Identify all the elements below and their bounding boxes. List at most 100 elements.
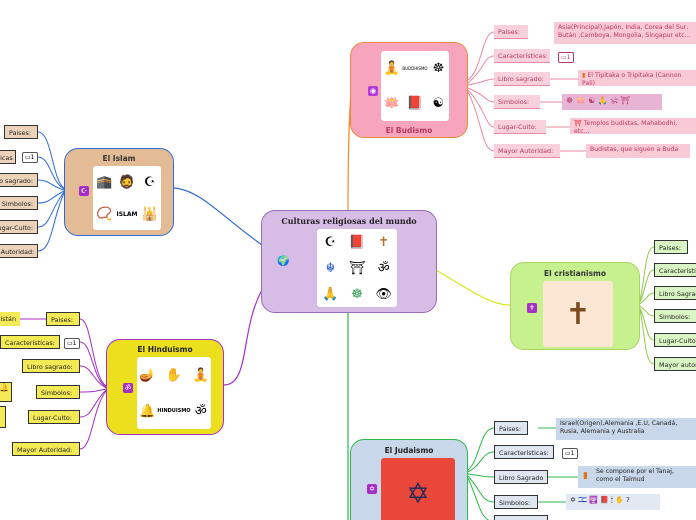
bell-icon: 🔔 — [139, 403, 156, 419]
mosque-icon: 🕌 — [141, 206, 158, 222]
imam-icon: 🧔 — [118, 174, 136, 190]
judaismo-paises-value[interactable]: Israel(Origen),Alemania ,E.U, Canadá, Ru… — [556, 418, 696, 440]
islam-lugar-label[interactable]: Lugar-Culto: — [0, 220, 38, 234]
hinduismo-caracteristicas-count[interactable]: ▭1 — [64, 338, 80, 349]
star-crescent-icon: ☪ — [324, 234, 337, 250]
dharma-wheel-icon: ☸ — [351, 286, 363, 302]
hinduismo-libro-label[interactable]: Libro sagrado: — [22, 359, 80, 373]
judaismo-simbolos-label[interactable]: Simbolos: — [494, 495, 538, 509]
wheel-icon: ☸ — [432, 61, 445, 76]
lotus-icon: 🪷 — [383, 96, 400, 111]
islam-autoridad-label[interactable]: Mayor Autoridad: — [0, 244, 38, 258]
cristianismo-simbolos-label[interactable]: Simbolos: — [654, 309, 696, 323]
torii-icon: ⛩ — [348, 260, 366, 276]
cristianismo-badge-icon: ✝ — [527, 303, 537, 313]
yogi-icon: 🧘 — [192, 367, 209, 383]
islam-simbolos-label[interactable]: Simbolos: — [0, 196, 38, 210]
islam-image: 🕋 🧔 ☪ 📿 ISLAM 🕌 — [93, 166, 161, 230]
hinduismo-lugar-label[interactable]: Lugar-Culto: — [28, 410, 80, 424]
budismo-caracteristicas-label[interactable]: Características: — [494, 49, 550, 63]
topic-judaismo[interactable]: El Judaismo ✡ ✡ — [350, 439, 468, 520]
topic-islam[interactable]: El Islam ☪ 🕋 🧔 ☪ 📿 ISLAM 🕌 — [64, 148, 174, 236]
book-icon: ▮ — [583, 471, 588, 481]
judaismo-libro-value[interactable]: ▮ Se compone por el Tanaj, como el Talmu… — [578, 466, 696, 488]
buddha-icon: 🧘 — [383, 61, 400, 76]
crescent-icon: ☪ — [143, 174, 156, 190]
islam-image-caption: ISLAM — [116, 210, 138, 218]
hinduismo-image-caption: HINDUISMO — [157, 408, 191, 414]
om-icon: ॐ — [194, 403, 207, 419]
budismo-paises-value[interactable]: Asia(Principal),Japón, India, Corea del … — [554, 22, 696, 44]
lamp-icon: 🔔 — [0, 383, 9, 392]
judaismo-caracteristicas-label[interactable]: Características: — [494, 445, 554, 459]
torii-icon: ⛩ — [574, 120, 582, 127]
islam-title: El Islam — [102, 154, 136, 163]
star-of-david-icon: ✡ — [406, 476, 430, 510]
budismo-libro-value[interactable]: ▮ El Tipitaka o Tripitaka (Cannon Pali) — [578, 70, 696, 86]
hinduismo-title: El Hinduismo — [137, 345, 193, 354]
budismo-autoridad-label[interactable]: Mayor Autoridad: — [494, 144, 560, 158]
judaismo-badge-icon: ✡ — [367, 484, 377, 494]
kaaba-icon: 🕋 — [96, 174, 113, 190]
topic-cristianismo[interactable]: El cristianismo ✝ ✝ — [510, 262, 640, 350]
islam-badge-icon: ☪ — [79, 186, 89, 196]
budismo-title: El Budismo — [385, 126, 433, 135]
hinduismo-simbolos-value[interactable]: 🔔 — [0, 382, 12, 402]
diya-icon: 🪔 — [139, 367, 156, 383]
budismo-simbolos-value[interactable]: ☸ 🪷 ☯ 🙏 🕉 ⛩ — [562, 94, 662, 110]
budismo-simbolos-label[interactable]: Simbolos: — [494, 95, 540, 109]
bible-icon: 📕 — [348, 234, 366, 250]
praying-hands-icon: 🙏 — [322, 286, 339, 302]
eye-icon: 👁 — [375, 286, 392, 302]
central-topic-title: Culturas religiosas del mundo — [281, 216, 417, 226]
hinduismo-image: 🪔 ✋ 🧘 🔔 HINDUISMO ॐ — [137, 357, 211, 429]
judaismo-libro-label[interactable]: Libro Sagrado — [494, 470, 548, 484]
topic-hinduismo[interactable]: El Hinduismo ॐ 🪔 ✋ 🧘 🔔 HINDUISMO ॐ — [106, 339, 224, 435]
cristianismo-paises-label[interactable]: Paises: — [654, 240, 688, 254]
hinduismo-simbolos-label[interactable]: Simbolos: — [36, 385, 80, 399]
budismo-lugar-value[interactable]: ⛩ Templos budistas, Mahabodhi, etc... — [570, 118, 696, 134]
judaismo-image: ✡ — [381, 458, 455, 520]
om-icon: ॐ — [377, 260, 390, 276]
budismo-libro-label[interactable]: Libro sagrado: — [494, 72, 550, 86]
hinduismo-autoridad-label[interactable]: Mayor Autoridad: — [12, 442, 80, 456]
budismo-lugar-label[interactable]: Lugar-Culto: — [494, 120, 546, 134]
central-topic[interactable]: Culturas religiosas del mundo 🌍 ☪ 📕 ✝ ☬ … — [261, 210, 437, 313]
yin-yang-icon: ☯ — [432, 96, 445, 111]
islam-libro-label[interactable]: Libro sagrado: — [0, 173, 38, 187]
cristianismo-image: ✝ — [543, 281, 613, 347]
topic-budismo[interactable]: ◉ 🧘 BUDDHISMO ☸ 🪷 📕 ☯ El Budismo — [350, 42, 468, 138]
hinduismo-badge-icon: ॐ — [123, 383, 133, 393]
cross-icon: ✝ — [378, 234, 390, 250]
khanda-icon: ☬ — [325, 260, 335, 276]
globe-icon: 🌍 — [277, 256, 290, 267]
hinduismo-paises-value[interactable]: Pakistán — [0, 312, 20, 326]
budismo-paises-label[interactable]: Países: — [494, 25, 528, 39]
budismo-caracteristicas-count[interactable]: ▭1 — [558, 52, 574, 63]
hand-icon: ✋ — [165, 367, 183, 383]
budismo-image: 🧘 BUDDHISMO ☸ 🪷 📕 ☯ — [381, 51, 449, 121]
hinduismo-paises-label[interactable]: Paises: — [46, 312, 80, 326]
cristianismo-lugar-label[interactable]: Lugar-Culto: — [654, 333, 696, 347]
cristianismo-title: El cristianismo — [543, 269, 607, 278]
judaismo-simbolos-count: 7 — [625, 497, 630, 504]
judaismo-title: El Judaismo — [384, 446, 434, 455]
cristianismo-caracteristicas-label[interactable]: Características: — [654, 263, 696, 277]
judaismo-next-label[interactable] — [494, 515, 548, 520]
cristianismo-autoridad-label[interactable]: Mayor autoridad: — [654, 357, 696, 371]
prayer-beads-icon: 📿 — [96, 206, 113, 222]
book-icon: ▮ — [582, 72, 586, 79]
judaismo-paises-label[interactable]: Paises: — [494, 421, 528, 435]
islam-caracteristicas-label[interactable]: Características — [0, 150, 16, 164]
judaismo-simbolos-value[interactable]: ✡ 🇮🇱 🕎 📕 🕯 ✋ 7 — [566, 494, 660, 510]
budismo-autoridad-value[interactable]: Budistas, que siguen a Buda — [586, 144, 690, 158]
budismo-badge-icon: ◉ — [368, 86, 378, 96]
islam-paises-label[interactable]: Paises: — [4, 125, 38, 139]
islam-caracteristicas-count[interactable]: ▭1 — [22, 152, 38, 163]
hinduismo-caracteristicas-label[interactable]: Características: — [0, 335, 60, 349]
hinduismo-lugar-value[interactable] — [0, 406, 6, 428]
judaismo-caracteristicas-count[interactable]: ▭1 — [562, 448, 578, 459]
cristianismo-libro-label[interactable]: Libro Sagrado: — [654, 286, 696, 300]
